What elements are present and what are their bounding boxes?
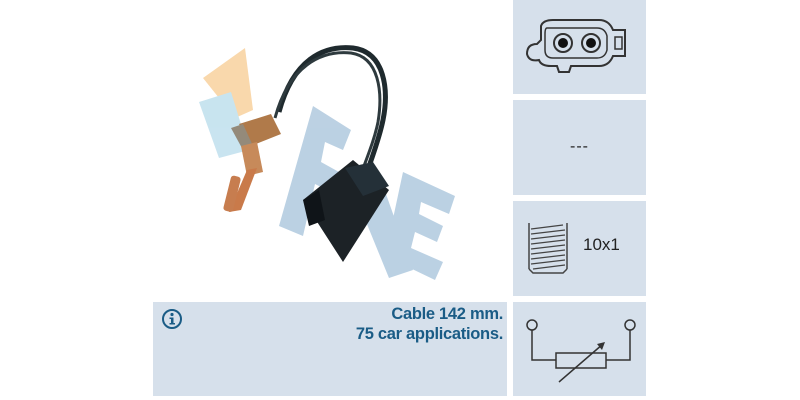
pin-config-value: --- (570, 138, 589, 155)
thread-icon (528, 223, 568, 274)
pin-config-panel: --- (513, 100, 646, 195)
cable-length: Cable 142 mm. (391, 305, 503, 323)
info-text: Cable 142 mm. 75 car applications. (356, 304, 503, 344)
fae-logo-watermark (199, 48, 455, 280)
thread-size: 10x1 (583, 235, 620, 254)
product-image (153, 0, 507, 296)
connector-panel (513, 0, 646, 94)
applications-count: 75 car applications. (355, 325, 503, 343)
info-icon (161, 308, 183, 330)
info-panel: Cable 142 mm. 75 car applications. (153, 302, 507, 396)
variable-resistor-icon (526, 319, 636, 383)
two-pin-connector-icon (525, 19, 626, 73)
symbol-panel (513, 302, 646, 396)
thread-panel: 10x1 (513, 201, 646, 296)
